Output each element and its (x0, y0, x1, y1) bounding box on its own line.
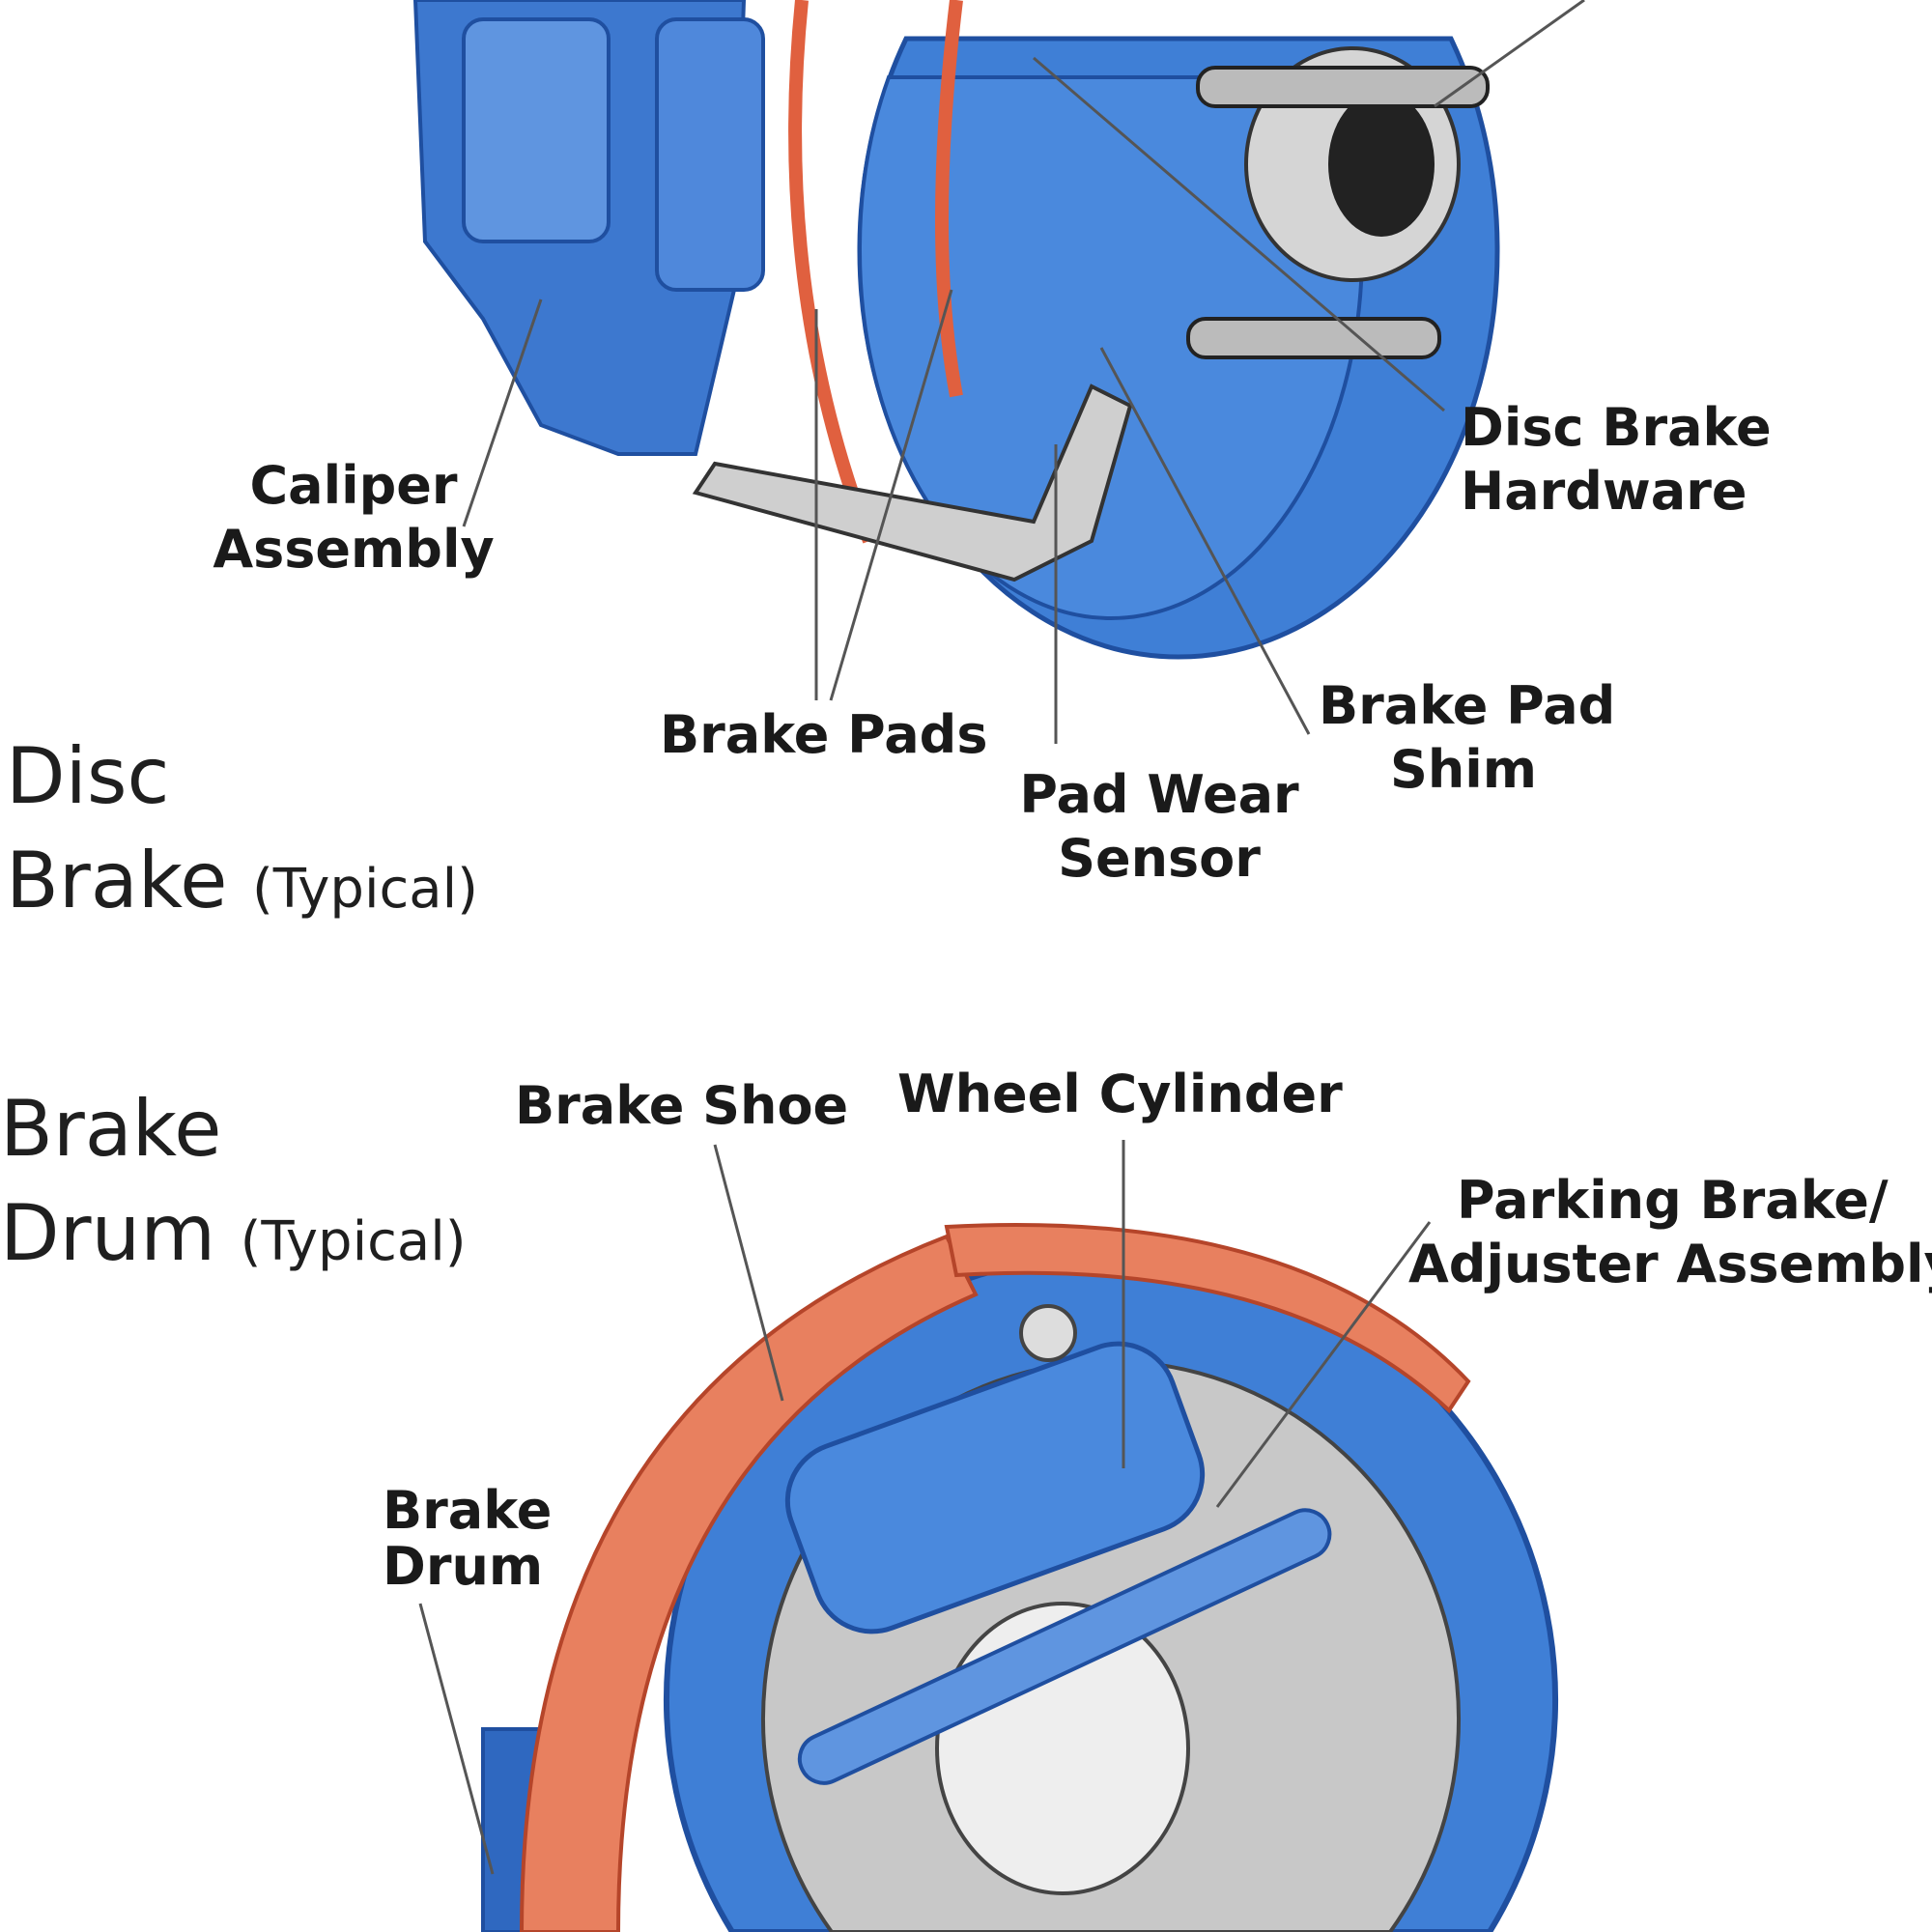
label-line: Brake (383, 1480, 553, 1541)
title-line: Drum (Typical) (0, 1181, 467, 1294)
disc-brake-illustration (412, 0, 1500, 660)
label-line: Hardware (1461, 461, 1747, 522)
title-line: Disc (6, 731, 170, 821)
label-brake-pads: Brake Pads (660, 704, 988, 765)
title-suffix: (Typical) (251, 858, 479, 921)
title-line: Brake (0, 1084, 222, 1174)
title-word: Drum (0, 1188, 216, 1278)
drum-brake-title: Brake Drum (Typical) (0, 1077, 467, 1294)
label-line: Assembly (213, 519, 495, 580)
label-line: Adjuster Assembly (1408, 1234, 1932, 1294)
title-suffix: (Typical) (240, 1210, 467, 1273)
label-pad-wear-sensor: Pad Wear Sensor (1014, 763, 1304, 891)
disc-brake-title: Disc Brake (Typical) (6, 724, 478, 942)
label-line: Disc Brake (1461, 397, 1772, 458)
label-line: Caliper (249, 455, 458, 516)
label-line: Drum (383, 1536, 544, 1597)
label-parking-brake-adjuster: Parking Brake/ Adjuster Assembly (1408, 1169, 1932, 1296)
label-line: Parking Brake/ (1457, 1170, 1889, 1231)
label-line: Brake Pad (1319, 675, 1616, 736)
label-disc-brake-hardware: Disc Brake Hardware (1461, 396, 1772, 524)
leader-lines (418, 0, 1585, 1875)
label-line: Pad Wear (1019, 764, 1299, 825)
title-line: Brake (Typical) (6, 829, 478, 942)
label-wheel-cylinder: Wheel Cylinder (897, 1064, 1343, 1124)
drum-brake-illustration (481, 1223, 1558, 1932)
label-line: Shim (1389, 739, 1538, 800)
label-line: Sensor (1058, 828, 1261, 889)
label-brake-drum: Brake Drum (383, 1483, 552, 1595)
label-brake-shoe: Brake Shoe (515, 1075, 849, 1136)
label-caliper-assembly: Caliper Assembly (209, 454, 498, 582)
label-brake-pad-shim: Brake Pad Shim (1319, 674, 1616, 802)
title-word: Brake (6, 836, 228, 925)
